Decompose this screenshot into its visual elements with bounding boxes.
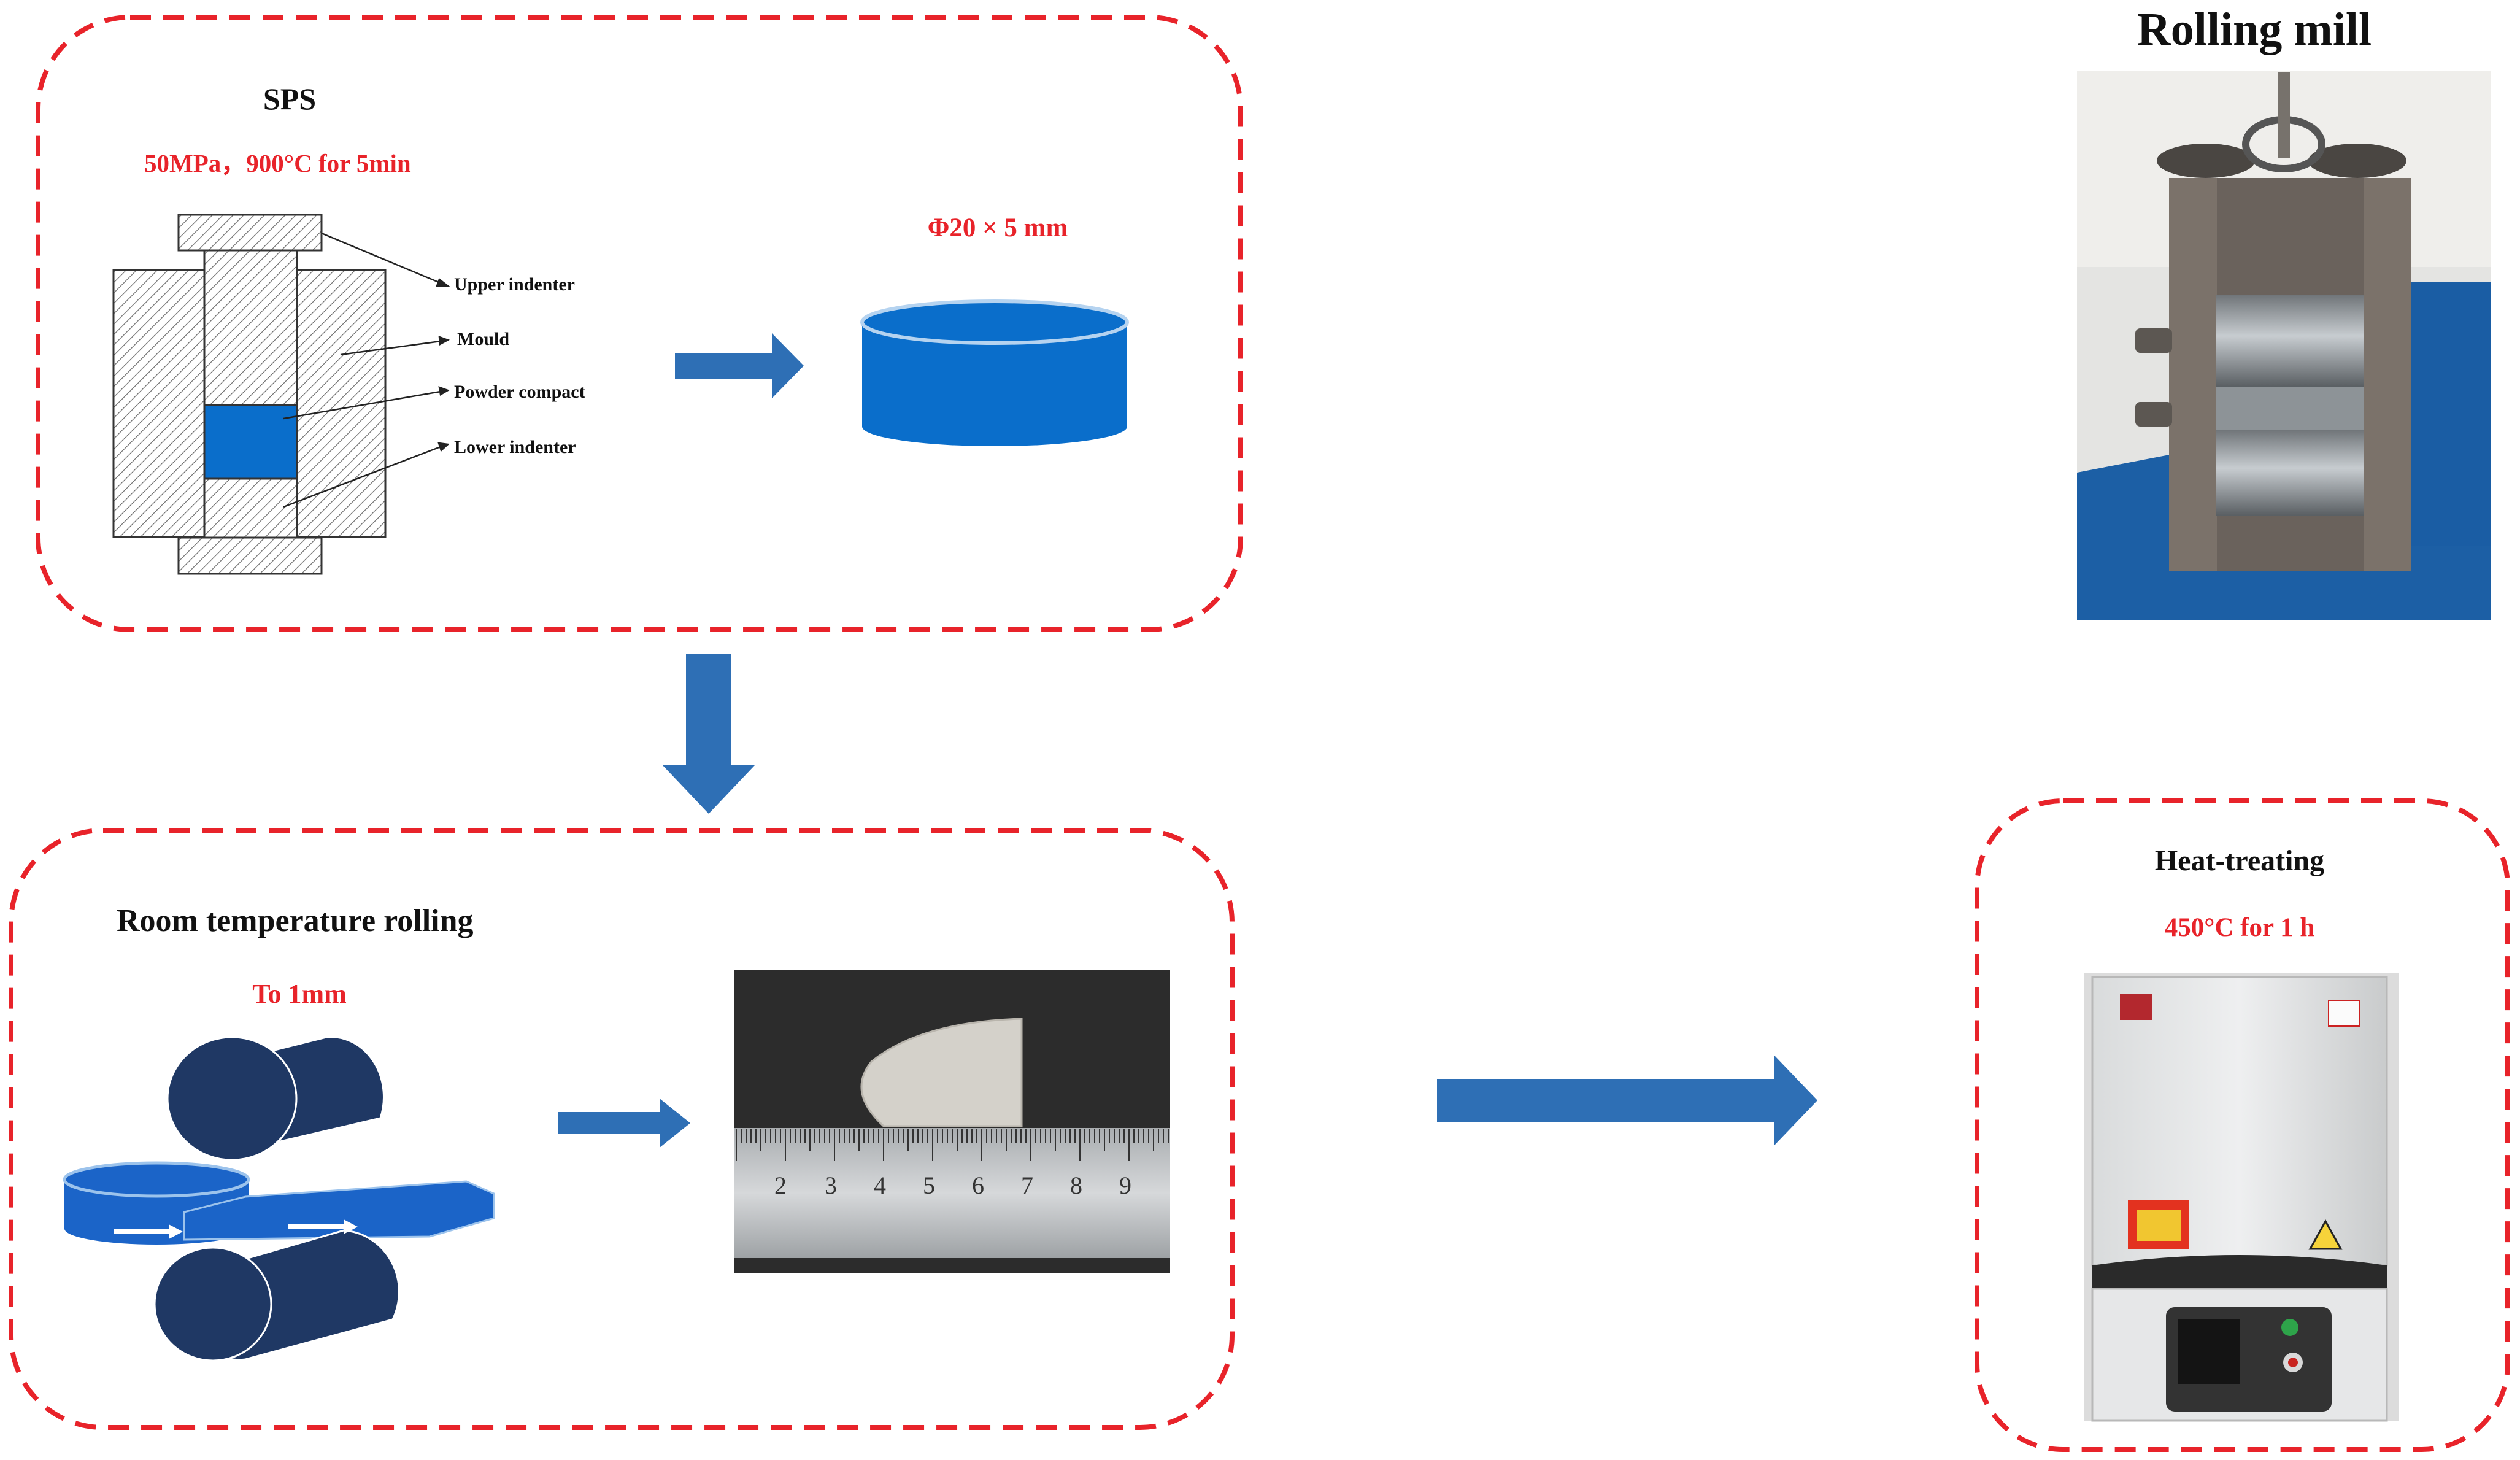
sps-to-rolling-arrow (663, 654, 755, 814)
ruler-number: 7 (1021, 1172, 1033, 1199)
rolling-title: Room temperature rolling (117, 903, 474, 938)
steel-ruler (734, 1128, 1170, 1258)
ruler-ticks (736, 1129, 1169, 1161)
rolling-to-heat-arrow (1437, 1056, 1817, 1145)
rolling-mill-title: Rolling mill (2137, 4, 2372, 55)
rolled-sample-photo: 2 3 4 5 6 7 8 9 (734, 970, 1170, 1273)
rolling-schematic (63, 1036, 495, 1362)
heat-conditions: 450°C for 1 h (2165, 913, 2315, 942)
hazard-triangle-icon (2308, 1219, 2343, 1250)
ruler-number: 9 (1119, 1172, 1131, 1199)
rolled-sheet-piece (860, 1018, 1023, 1127)
mould-left (112, 269, 206, 538)
ruler-number: 4 (874, 1172, 886, 1199)
label-mould: Mould (457, 329, 509, 349)
ruler-number: 8 (1070, 1172, 1082, 1199)
ruler-number: 3 (825, 1172, 837, 1199)
power-switch-icon (2281, 1319, 2298, 1336)
lower-indenter-shaft (203, 477, 298, 539)
rolling-panel: Room temperature rolling To 1mm (9, 828, 1235, 1430)
upper-indenter-cap (177, 214, 323, 252)
heat-treating-panel: Heat-treating 450°C for 1 h (1975, 798, 2510, 1452)
ruler-number: 5 (923, 1172, 935, 1199)
sintered-disc-sample (860, 299, 1129, 446)
sample-size-label: Φ20 × 5 mm (928, 214, 1068, 242)
controller-display (2178, 1319, 2240, 1384)
rolling-mill-photo (2077, 71, 2491, 620)
sps-panel: SPS 50MPa，900°C for 5min Upper indenter … (36, 15, 1243, 632)
sps-to-sample-arrow (675, 333, 804, 398)
rolling-target: To 1mm (252, 979, 347, 1009)
ruler-number: 6 (972, 1172, 984, 1199)
rolling-panel-border (9, 828, 1235, 1430)
furnace-logo-badge (2120, 994, 2152, 1020)
heat-title: Heat-treating (2155, 844, 2324, 877)
furnace-photo (2084, 973, 2399, 1422)
upper-indenter-shaft (203, 249, 298, 406)
heat-panel-border (1975, 798, 2510, 1452)
rolling-to-photo-arrow (558, 1099, 690, 1148)
sps-conditions: 50MPa，900°C for 5min (144, 149, 411, 177)
sps-title: SPS (263, 82, 316, 116)
powder-compact-block (203, 404, 298, 480)
label-lower-indenter: Lower indenter (454, 437, 576, 457)
furnace-tag (2328, 1000, 2360, 1027)
feed-direction-arrows (114, 1219, 358, 1239)
ruler-number: 2 (774, 1172, 787, 1199)
rolling-mill-section: Rolling mill (2077, 4, 2491, 620)
sps-panel-border (36, 15, 1243, 632)
ruler-numbers: 2 3 4 5 6 7 8 9 (774, 1172, 1131, 1199)
sps-mould-diagram: Upper indenter Mould Powder compact Lowe… (112, 214, 585, 575)
label-powder-compact: Powder compact (454, 382, 585, 402)
label-upper-indenter: Upper indenter (454, 274, 575, 295)
leader-lines (283, 232, 450, 508)
lower-indenter-cap (177, 536, 323, 575)
